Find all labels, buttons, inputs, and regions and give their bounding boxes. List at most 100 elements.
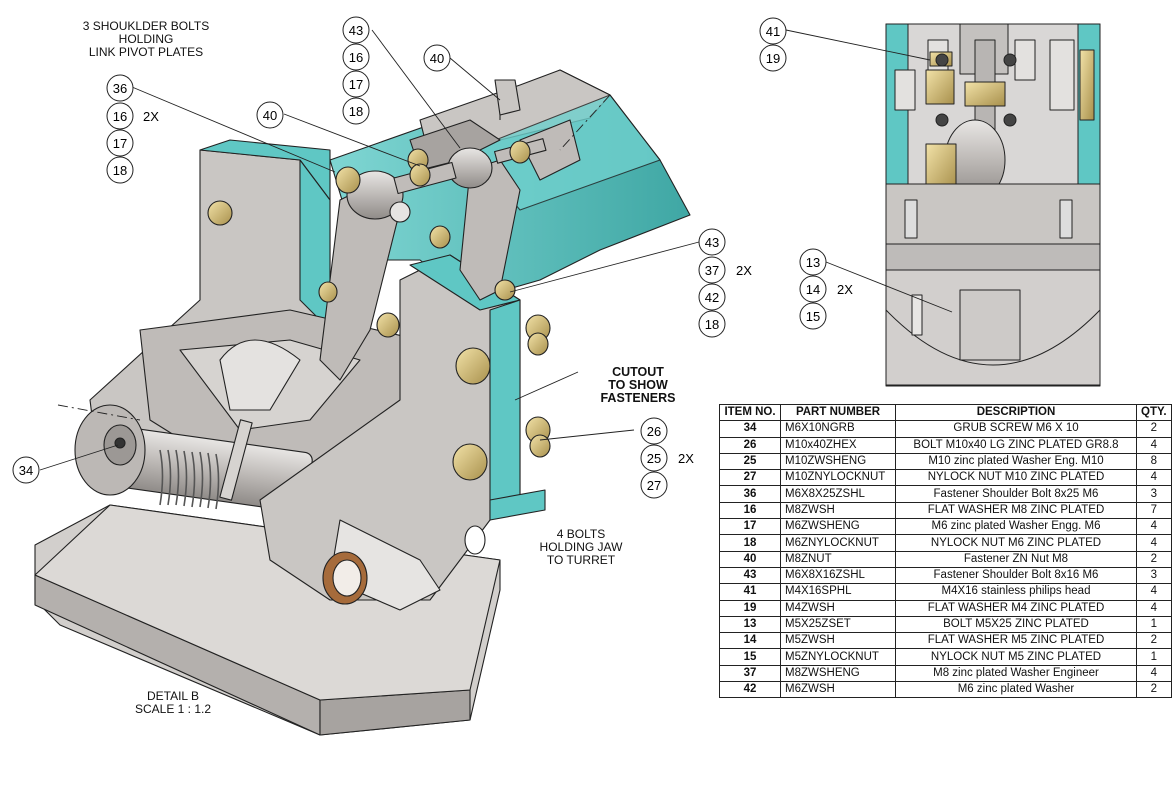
- multiplier: 2X: [837, 282, 853, 297]
- svg-text:17: 17: [349, 77, 363, 92]
- torsion-spring: [159, 449, 220, 510]
- balloon-18: 18: [106, 156, 134, 184]
- bom-part-number: M6ZWSHENG: [780, 518, 896, 536]
- detail-view: [885, 23, 1101, 387]
- bom-part-number: M4ZWSH: [780, 599, 896, 617]
- balloon-37: 37: [698, 256, 726, 284]
- bom-description: M4X16 stainless philips head: [895, 583, 1137, 601]
- bom-part-number: M8ZNUT: [780, 550, 896, 568]
- bom-item-number: 37: [719, 664, 781, 683]
- bom-quantity: 7: [1136, 501, 1172, 520]
- balloon-17: 17: [342, 70, 370, 98]
- bom-description: FLAT WASHER M4 ZINC PLATED: [895, 599, 1137, 617]
- balloon-18: 18: [698, 310, 726, 338]
- multiplier: 2X: [736, 263, 752, 278]
- balloon-16: 16: [342, 43, 370, 71]
- svg-text:43: 43: [705, 235, 719, 250]
- bom-item-number: 42: [719, 681, 781, 699]
- bom-quantity: 1: [1136, 648, 1172, 666]
- bom-part-number: M5ZWSH: [780, 632, 896, 650]
- bom-description: NYLOCK NUT M6 ZINC PLATED: [895, 534, 1137, 552]
- detail-label: DETAIL B SCALE 1 : 1.2: [134, 689, 212, 716]
- bom-quantity: 4: [1136, 436, 1172, 454]
- svg-text:43: 43: [349, 23, 363, 38]
- svg-text:25: 25: [647, 451, 661, 466]
- svg-text:42: 42: [705, 290, 719, 305]
- main-isometric-view: [34, 69, 691, 736]
- bom-item-number: 13: [719, 615, 781, 634]
- balloons: 36 16 17 18 2X 43 16 17 18 40 40 43 37 4…: [12, 16, 853, 499]
- bom-item-number: 26: [719, 436, 781, 454]
- svg-text:40: 40: [263, 108, 277, 123]
- jaw-bolt-hole: [464, 525, 486, 555]
- bom-part-number: M6ZNYLOCKNUT: [780, 534, 896, 552]
- bom-quantity: 4: [1136, 599, 1172, 617]
- bom-quantity: 4: [1136, 469, 1172, 487]
- bom-description: Fastener Shoulder Bolt 8x25 M6: [895, 485, 1137, 503]
- balloon-16: 16: [106, 102, 134, 130]
- balloon-43: 43: [698, 228, 726, 256]
- bom-part-number: M10ZNYLOCKNUT: [780, 469, 896, 487]
- svg-text:27: 27: [647, 478, 661, 493]
- multiplier: 2X: [143, 109, 159, 124]
- svg-text:41: 41: [766, 24, 780, 39]
- note-shoulder-bolts: 3 SHOUKLDER BOLTS HOLDING LINK PIVOT PLA…: [82, 19, 210, 59]
- bom-quantity: 3: [1136, 566, 1172, 585]
- bom-item-number: 17: [719, 518, 781, 536]
- leader-lines: [39, 29, 953, 471]
- brass-fasteners: [207, 140, 551, 481]
- bom-header-item: ITEM NO.: [719, 403, 781, 422]
- svg-text:14: 14: [806, 282, 820, 297]
- balloon-14: 14: [799, 275, 827, 303]
- svg-text:18: 18: [349, 104, 363, 119]
- balloon-25: 25: [640, 444, 668, 472]
- bom-quantity: 4: [1136, 664, 1172, 683]
- bom-part-number: M5ZNYLOCKNUT: [780, 648, 896, 666]
- bom-description: BOLT M10x40 LG ZINC PLATED GR8.8: [895, 436, 1137, 454]
- bom-item-number: 41: [719, 583, 781, 601]
- bom-part-number: M5X25ZSET: [780, 615, 896, 634]
- bom-item-number: 19: [719, 599, 781, 617]
- bom-part-number: M6X8X25ZSHL: [780, 485, 896, 503]
- bom-part-number: M6X10NGRB: [780, 420, 896, 438]
- balloon-43: 43: [342, 16, 370, 44]
- balloon-36: 36: [106, 74, 134, 102]
- balloon-13: 13: [799, 248, 827, 276]
- bom-description: M8 zinc plated Washer Engineer: [895, 664, 1137, 683]
- bom-description: FLAT WASHER M5 ZINC PLATED: [895, 632, 1137, 650]
- balloon-17: 17: [106, 129, 134, 157]
- bom-item-number: 27: [719, 469, 781, 487]
- grub-screw: [114, 437, 126, 449]
- bom-quantity: 3: [1136, 485, 1172, 503]
- svg-text:16: 16: [113, 109, 127, 124]
- balloon-15: 15: [799, 302, 827, 330]
- balloon-40: 40: [423, 44, 451, 72]
- bom-part-number: M10ZWSHENG: [780, 452, 896, 471]
- bom-quantity: 2: [1136, 420, 1172, 438]
- bom-description: Fastener ZN Nut M8: [895, 550, 1137, 568]
- svg-text:15: 15: [806, 309, 820, 324]
- bom-description: M6 zinc plated Washer: [895, 681, 1137, 699]
- bom-quantity: 4: [1136, 534, 1172, 552]
- bom-description: BOLT M5X25 ZINC PLATED: [895, 615, 1137, 634]
- note-jaw-bolts: 4 BOLTS HOLDING JAW TO TURRET: [539, 527, 623, 567]
- bom-quantity: 2: [1136, 681, 1172, 699]
- balloon-34: 34: [12, 456, 40, 484]
- bom-part-number: M8ZWSHENG: [780, 664, 896, 683]
- bom-header-description: DESCRIPTION: [895, 403, 1137, 422]
- bom-quantity: 4: [1136, 518, 1172, 536]
